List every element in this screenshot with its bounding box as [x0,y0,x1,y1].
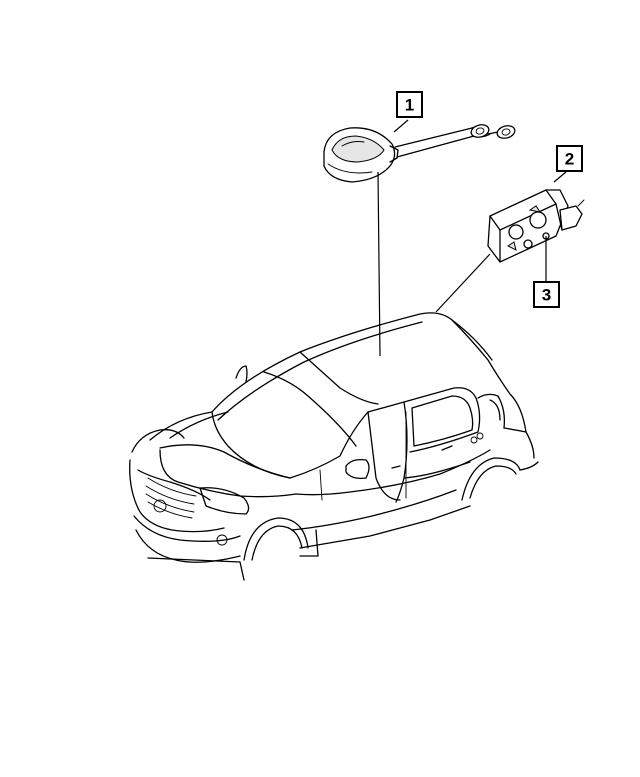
callout-1[interactable]: 1 [396,91,423,118]
leader-line-1 [393,119,409,133]
leader-line-1-to-vehicle [377,171,381,357]
callout-2-label: 2 [565,150,574,169]
leader-lines [377,119,567,357]
antenna-module-icon [323,124,516,183]
leader-line-2 [553,171,567,183]
callout-3-label: 3 [542,286,551,305]
callout-3[interactable]: 3 [533,281,560,308]
callout-1-label: 1 [405,96,414,115]
bracket-icon [487,189,585,263]
callout-2[interactable]: 2 [556,145,583,172]
leader-line-bracket-to-vehicle [435,253,491,313]
vehicle-body-icon [129,312,539,581]
